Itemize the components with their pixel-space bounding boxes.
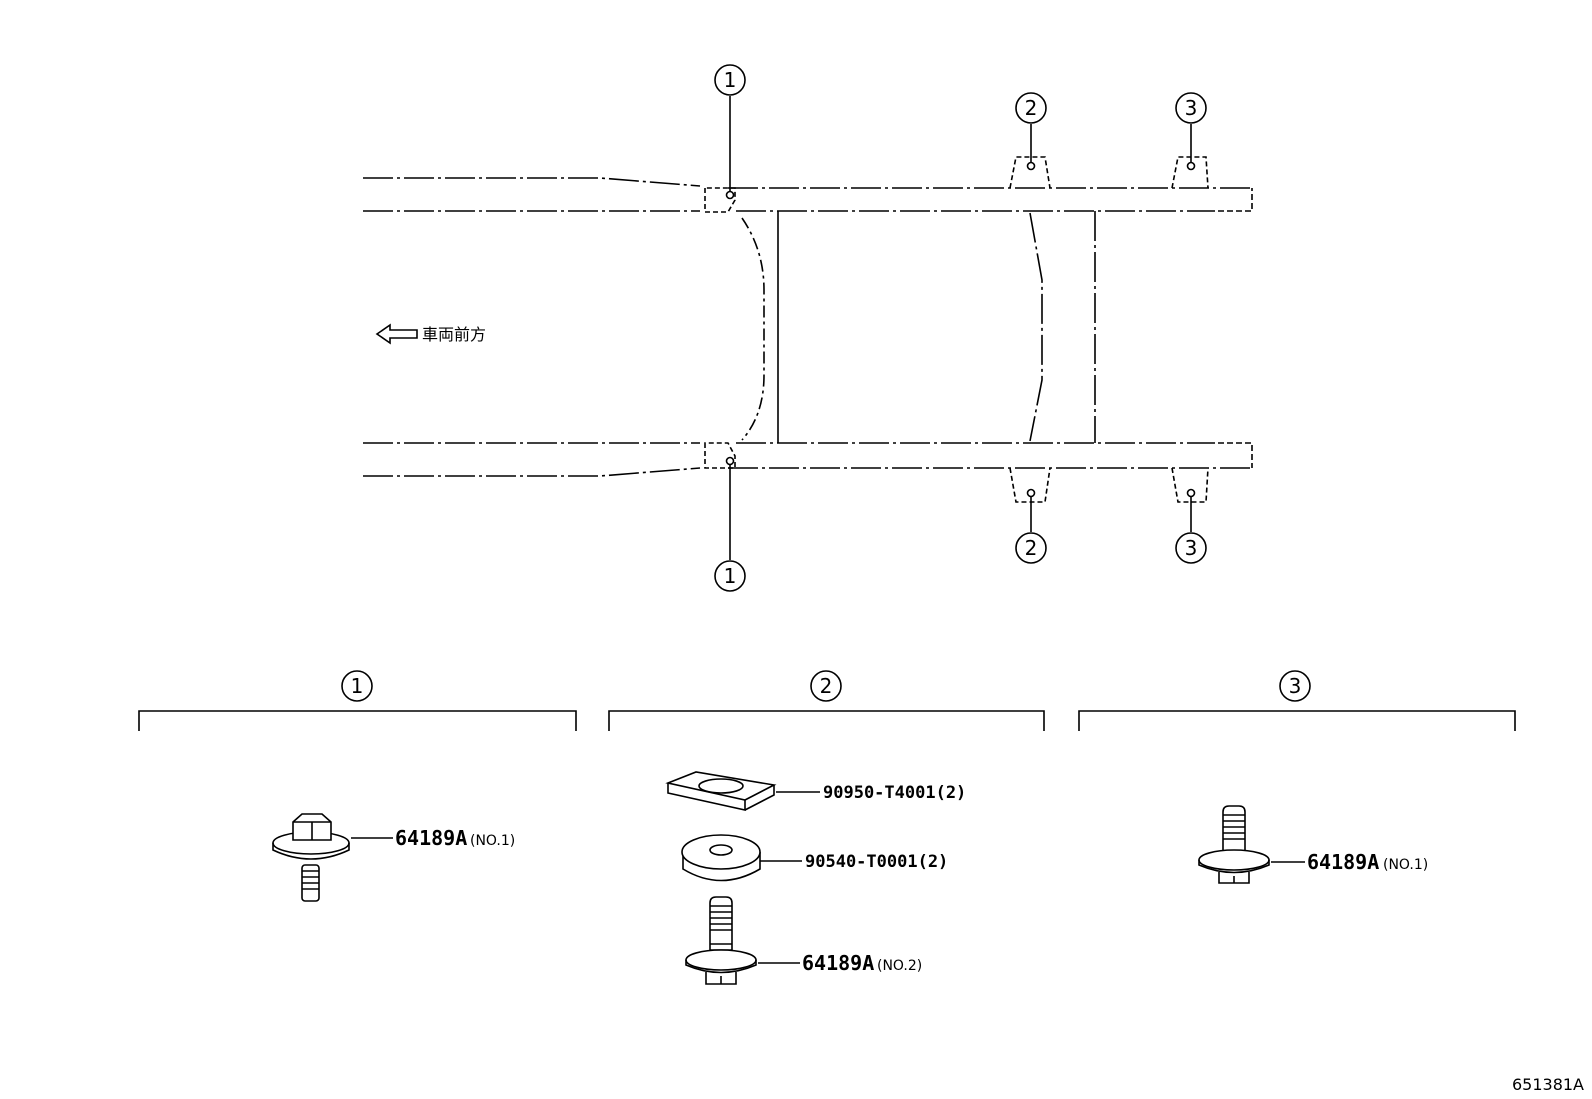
frame-bottom-rail — [363, 442, 1253, 477]
group-1-header: 1 — [351, 674, 364, 698]
callout-2-top: 2 — [1025, 96, 1038, 120]
part-note: (NO.1) — [470, 833, 515, 849]
part-number: 64189A — [802, 951, 874, 975]
mount-2-bottom — [1009, 467, 1051, 503]
frame-crossmembers — [741, 211, 1096, 443]
callout-2-bottom: 2 — [1025, 536, 1038, 560]
mount-2-top — [1009, 156, 1051, 189]
part-note: (NO.2) — [877, 958, 922, 974]
group-1-bracket — [138, 710, 577, 731]
callout-3-bottom: 3 — [1185, 536, 1198, 560]
group-3-bracket — [1078, 710, 1516, 731]
part-number: 64189A — [1307, 850, 1379, 874]
vehicle-front-label: 車両前方 — [422, 325, 486, 344]
mount-3-top — [1171, 156, 1209, 189]
group-2-header: 2 — [820, 674, 833, 698]
mount-1-bottom — [704, 442, 736, 469]
part-number: 90950-T4001(2) — [823, 783, 966, 803]
square-plate-washer-icon — [665, 771, 777, 811]
callout-1-bottom: 1 — [724, 564, 737, 588]
cushion-icon — [681, 834, 761, 882]
stud-bolt-icon — [1198, 805, 1270, 884]
figure-number: 651381A — [1512, 1075, 1584, 1094]
frame-top-rail — [363, 177, 1253, 212]
callout-1-top: 1 — [724, 68, 737, 92]
part-number: 90540-T0001(2) — [805, 852, 948, 872]
part-number: 64189A — [395, 826, 467, 850]
mount-3-bottom — [1171, 467, 1209, 503]
group-2-bracket — [608, 710, 1045, 731]
part-note: (NO.1) — [1383, 857, 1428, 873]
callout-3-top: 3 — [1185, 96, 1198, 120]
mount-1-top — [704, 187, 736, 213]
stud-bolt-icon — [685, 896, 757, 985]
group-3-header: 3 — [1289, 674, 1302, 698]
front-arrow-icon — [375, 323, 418, 345]
hex-flange-bolt-icon — [272, 813, 350, 902]
